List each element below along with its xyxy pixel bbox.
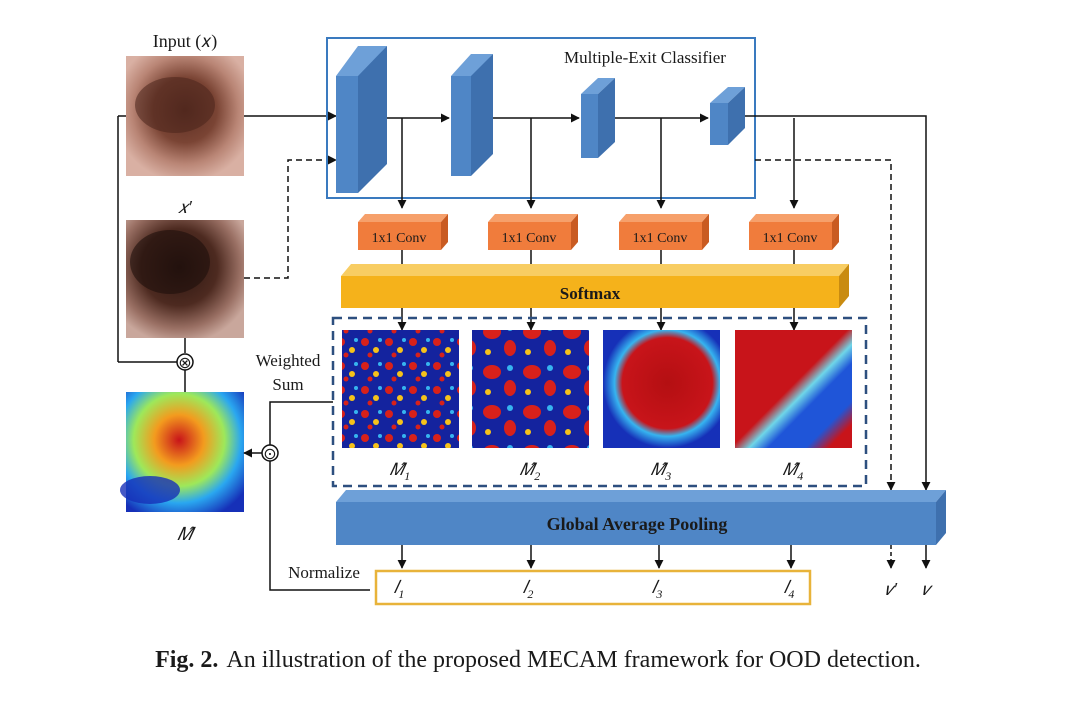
hadamard-symbol: ⊙ xyxy=(263,446,276,463)
softmax-bar xyxy=(341,264,849,308)
classifier-block-2 xyxy=(451,54,493,176)
softmax-label: Softmax xyxy=(560,284,621,303)
logit-label-1: 𝑙1 xyxy=(394,577,405,601)
classifier-block-1 xyxy=(336,46,387,193)
attention-map-m-hat xyxy=(120,392,244,512)
input-image xyxy=(126,56,244,176)
conv-label-3: 1x1 Conv xyxy=(633,231,688,246)
conv-label-1: 1x1 Conv xyxy=(372,231,427,246)
multiple-exit-classifier-frame xyxy=(326,37,756,199)
map-label-4: 𝑀̂4 xyxy=(783,460,803,483)
multiply-symbol: ⊗ xyxy=(178,355,191,372)
figure-caption: Fig. 2. An illustration of the proposed M… xyxy=(155,647,921,673)
conv-1 xyxy=(358,214,448,250)
weighted-sum-label-1: Weighted xyxy=(256,351,321,370)
logit-label-3: 𝑙3 xyxy=(652,577,663,601)
v-prime-label: 𝑣′ xyxy=(885,579,898,599)
classifier-block-3 xyxy=(581,78,615,158)
v-label: 𝑣 xyxy=(922,579,934,599)
conv-label-2: 1x1 Conv xyxy=(502,231,557,246)
attention-map-1 xyxy=(342,330,459,448)
map-label-2: 𝑀̂2 xyxy=(520,460,540,483)
classifier-title: Multiple-Exit Classifier xyxy=(564,48,726,67)
logit-label-2: 𝑙2 xyxy=(523,577,534,601)
weighted-sum-label-2: Sum xyxy=(272,375,303,394)
attention-map-2 xyxy=(472,330,589,448)
attention-map-3 xyxy=(603,330,720,448)
input-label: Input (𝑥) xyxy=(153,31,218,52)
logit-label-4: 𝑙4 xyxy=(784,577,795,601)
attention-map-4 xyxy=(735,330,852,448)
conv-3 xyxy=(619,214,709,250)
global-average-pooling-bar xyxy=(336,490,946,545)
classifier-block-4 xyxy=(710,87,745,145)
caption-text: An illustration of the proposed MECAM fr… xyxy=(226,647,921,673)
gap-label: Global Average Pooling xyxy=(547,514,728,534)
map-label-3: 𝑀̂3 xyxy=(651,460,671,483)
conv-4 xyxy=(749,214,839,250)
perturbed-input-image xyxy=(126,220,244,338)
m-hat-label: 𝑀̂ xyxy=(177,524,196,544)
map-label-1: 𝑀̂1 xyxy=(390,460,410,483)
caption-prefix: Fig. 2. xyxy=(155,647,218,673)
x-prime-label: 𝑥′ xyxy=(178,197,193,217)
maps-frame xyxy=(331,316,868,488)
conv-label-4: 1x1 Conv xyxy=(763,231,818,246)
conv-2 xyxy=(488,214,578,250)
normalize-label: Normalize xyxy=(288,563,360,582)
logits-box xyxy=(374,569,812,606)
